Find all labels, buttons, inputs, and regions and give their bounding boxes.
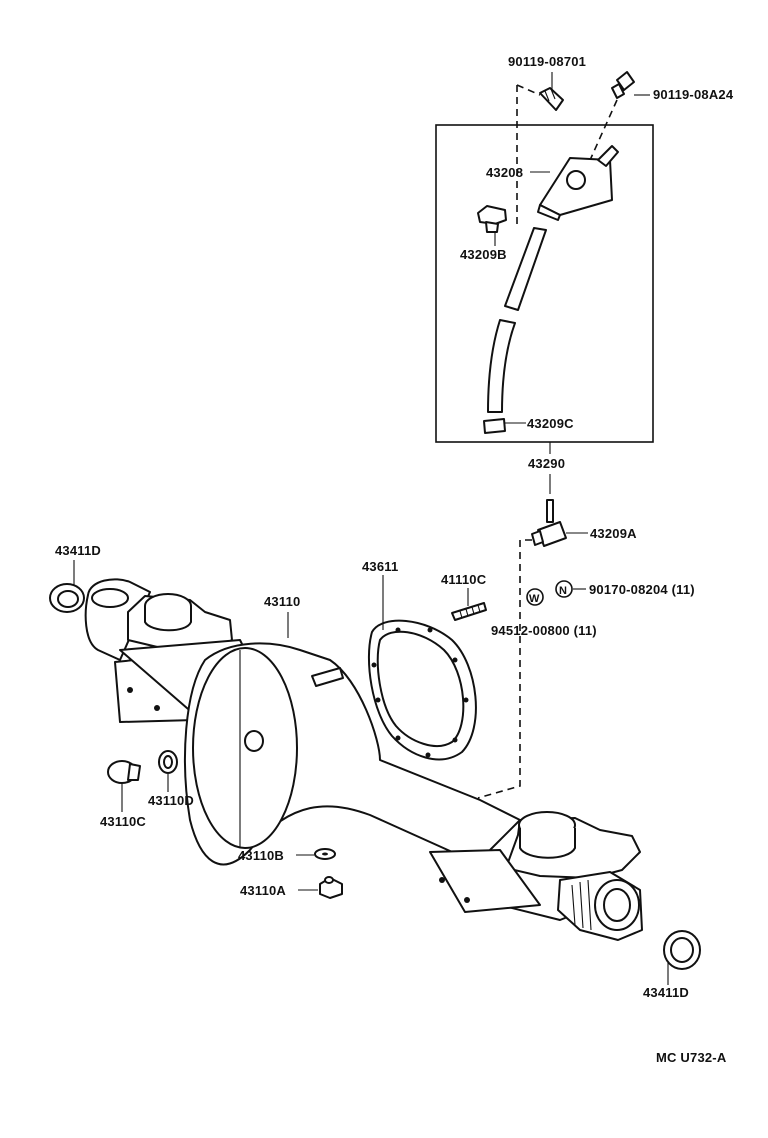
bolt-90119-08701[interactable]: [539, 87, 564, 111]
breather-hose-upper: [504, 227, 547, 311]
label-90170-08204: 90170-08204 (11): [589, 582, 695, 597]
label-43209c: 43209C: [527, 416, 574, 431]
label-43411d-top: 43411D: [55, 543, 101, 558]
label-90119-08701: 90119-08701: [508, 54, 586, 69]
breather-assembly-frame: [435, 124, 654, 443]
label-43110b: 43110B: [238, 848, 284, 863]
label-43611: 43611: [362, 559, 398, 574]
washer-43110b[interactable]: [314, 848, 336, 860]
union-43209b[interactable]: [477, 205, 507, 233]
bolt-90119-08a24[interactable]: [611, 71, 635, 99]
oil-seal-43411d-right[interactable]: [663, 930, 701, 970]
label-43110a: 43110A: [240, 883, 286, 898]
label-marker-n: N: [559, 585, 567, 597]
label-43411d-bottom: 43411D: [643, 985, 689, 1000]
label-43209b: 43209B: [460, 247, 507, 262]
label-41110c: 41110C: [441, 572, 487, 587]
marker-w: [526, 588, 544, 606]
nut-43110a[interactable]: [319, 876, 343, 899]
axle-housing-43110[interactable]: [84, 578, 643, 941]
cover-gasket-43611[interactable]: [367, 619, 477, 761]
diagram-code: MC U732-A: [656, 1050, 727, 1065]
breather-plug-43208[interactable]: [537, 145, 619, 221]
label-43208: 43208: [486, 165, 523, 180]
label-43209a: 43209A: [590, 526, 637, 541]
gasket-43110d[interactable]: [158, 750, 178, 774]
label-90119-08a24: 90119-08A24: [653, 87, 734, 102]
oil-seal-43411d-left[interactable]: [49, 583, 85, 613]
label-94512-00800: 94512-00800 (11): [491, 623, 597, 638]
drain-plug-43110c[interactable]: [107, 760, 141, 784]
union-43209a[interactable]: [531, 499, 567, 547]
label-43290: 43290: [528, 456, 565, 471]
breather-hose-lower: [487, 319, 516, 413]
stud-bolt-41110c[interactable]: [451, 602, 487, 621]
clip-43209c[interactable]: [483, 418, 506, 434]
label-43110: 43110: [264, 594, 300, 609]
label-marker-w: W: [529, 593, 540, 605]
label-43110d: 43110D: [148, 793, 194, 808]
label-43110c: 43110C: [100, 814, 146, 829]
marker-n: [555, 580, 573, 598]
